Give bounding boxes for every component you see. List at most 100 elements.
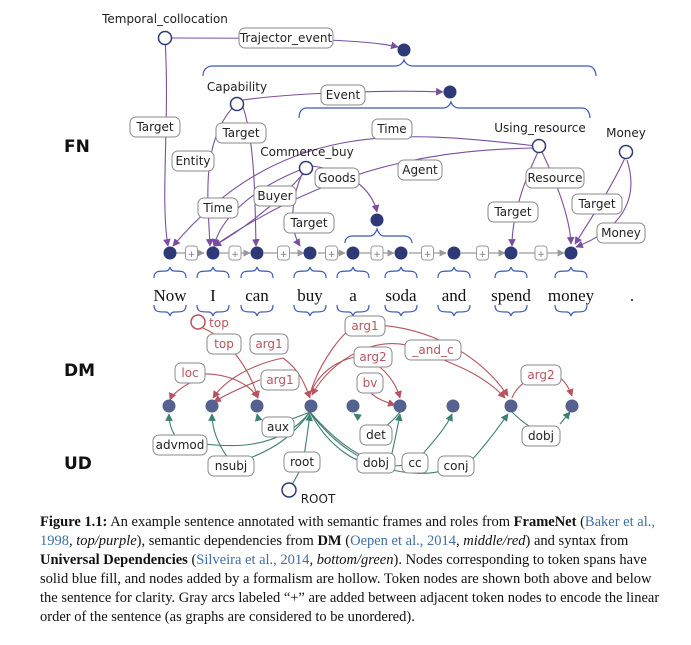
plus-label-5: + bbox=[424, 250, 432, 260]
plus-label-7: + bbox=[537, 250, 545, 260]
fn-token-node-5 bbox=[394, 246, 408, 260]
brace-top-6 bbox=[437, 266, 471, 279]
brace-top-2 bbox=[240, 266, 274, 279]
time-top-label-box bbox=[371, 118, 413, 140]
token-braces-bottom bbox=[153, 304, 588, 317]
fn-span-braces bbox=[202, 58, 597, 244]
target4-label-box bbox=[487, 201, 539, 223]
caption-cite-oepen[interactable]: Oepen et al., 2014 bbox=[350, 533, 456, 549]
brace-bottom-2 bbox=[240, 304, 274, 317]
caption-text-9: , bbox=[309, 552, 317, 568]
caption-cite-silveira[interactable]: Silveira et al., 2014 bbox=[196, 552, 310, 568]
target2-label-box bbox=[215, 122, 267, 144]
arg2-a-label-box bbox=[353, 346, 393, 368]
target5-label: Target bbox=[577, 197, 615, 211]
brace-bottom-4 bbox=[336, 304, 370, 317]
capability-label: Capability bbox=[207, 80, 267, 94]
plus-label-6: + bbox=[479, 250, 487, 260]
commerce-buy-label: Commerce_buy bbox=[260, 145, 353, 159]
brace-bottom-3 bbox=[293, 304, 327, 317]
plus-labels: + + + + + + + + bbox=[185, 245, 548, 261]
buyer-label: Buyer bbox=[257, 189, 292, 203]
token-0: Now bbox=[153, 286, 187, 305]
plus-label-4: + bbox=[373, 250, 381, 260]
bv-label-box bbox=[356, 372, 384, 394]
figure-caption: Figure 1.1: An example sentence annotate… bbox=[40, 513, 667, 627]
plus-chip-3 bbox=[325, 245, 338, 261]
plus-label-2: + bbox=[280, 250, 288, 260]
brace-top-3 bbox=[293, 266, 327, 279]
target2-label: Target bbox=[221, 126, 259, 140]
caption-framenet: FrameNet bbox=[513, 514, 577, 530]
plus-label-0: + bbox=[188, 250, 196, 260]
arg1-top-label-box bbox=[344, 315, 386, 337]
brace-top-7 bbox=[494, 266, 528, 279]
target5-label-box bbox=[571, 193, 623, 215]
target1-label: Target bbox=[135, 120, 173, 134]
resource-label-box bbox=[525, 167, 585, 189]
arg1-b-label: arg1 bbox=[266, 373, 293, 387]
goods-label-box bbox=[314, 167, 360, 189]
brace-top-4 bbox=[336, 266, 370, 279]
target1-label-box bbox=[129, 116, 181, 138]
caption-cite-baker[interactable]: Baker et al., 1998 bbox=[40, 514, 655, 549]
aux-label: aux bbox=[267, 420, 289, 434]
dm-token-node-5 bbox=[393, 399, 407, 413]
arg2-b-label: arg2 bbox=[527, 368, 554, 382]
dobj-b-label-box bbox=[521, 425, 561, 447]
fn-span-node-3 bbox=[370, 213, 384, 227]
temporal-collocation-label: Temporal_collocation bbox=[101, 12, 228, 26]
caption-bottom-green: bottom/green bbox=[316, 552, 394, 568]
caption-text-3: , bbox=[69, 533, 77, 549]
entity-label: Entity bbox=[175, 154, 210, 168]
dm-token-node-7 bbox=[504, 399, 518, 413]
top-edge-label-box bbox=[206, 333, 242, 355]
token-3: buy bbox=[297, 286, 323, 305]
token-9: . bbox=[630, 286, 634, 305]
root-label: root bbox=[290, 455, 314, 469]
arg1-b-label-box bbox=[260, 369, 300, 391]
arg2-a-label: arg2 bbox=[359, 350, 386, 364]
fn-token-node-0 bbox=[163, 246, 177, 260]
caption-top-purple: top/purple bbox=[76, 533, 137, 549]
plus-chip-4 bbox=[370, 245, 384, 261]
trajector-event-label-box bbox=[238, 27, 334, 49]
token-1: I bbox=[210, 286, 216, 305]
brace-bottom-8 bbox=[554, 304, 588, 317]
fn-token-node-7 bbox=[504, 246, 518, 260]
plus-label-1: + bbox=[231, 250, 239, 260]
aux-label-box bbox=[261, 416, 295, 438]
token-braces-top bbox=[153, 266, 588, 279]
det-label: det bbox=[366, 428, 386, 442]
conj-label-box bbox=[437, 455, 475, 477]
root-node-label: ROOT bbox=[301, 492, 336, 506]
caption-dm: DM bbox=[317, 533, 342, 549]
entity-label-box bbox=[171, 150, 215, 172]
dm-token-node-2 bbox=[250, 399, 264, 413]
and-c-label: _and_c bbox=[411, 343, 453, 357]
fn-token-node-3 bbox=[303, 246, 317, 260]
caption-figure-number: Figure 1.1: bbox=[40, 514, 108, 530]
using-resource-label: Using_resource bbox=[494, 121, 586, 135]
ud-edges bbox=[165, 411, 571, 489]
arg1-top-label: arg1 bbox=[351, 319, 378, 333]
brace-bottom-5 bbox=[384, 304, 418, 317]
arg1-a-label-box bbox=[249, 333, 289, 355]
brace-top-1 bbox=[196, 266, 230, 279]
fn-span-node-2 bbox=[443, 85, 457, 99]
fn-section-title: FN bbox=[64, 137, 90, 157]
brace-bottom-1 bbox=[196, 304, 230, 317]
advmod-label-box bbox=[152, 434, 208, 456]
fn-token-node-6 bbox=[447, 246, 461, 260]
root-label-box bbox=[283, 451, 321, 473]
plus-label-3: + bbox=[328, 250, 336, 260]
fn-temporal-collocation-node bbox=[157, 30, 173, 46]
money-frame-label: Money bbox=[606, 126, 646, 140]
fn-commerce-buy-node bbox=[298, 160, 314, 176]
plus-chip-7 bbox=[534, 245, 548, 261]
brace-bottom-7 bbox=[494, 304, 528, 317]
dm-token-node-6 bbox=[446, 399, 460, 413]
fn-span-node-1 bbox=[397, 43, 411, 57]
caption-text-8: ( bbox=[187, 552, 197, 568]
